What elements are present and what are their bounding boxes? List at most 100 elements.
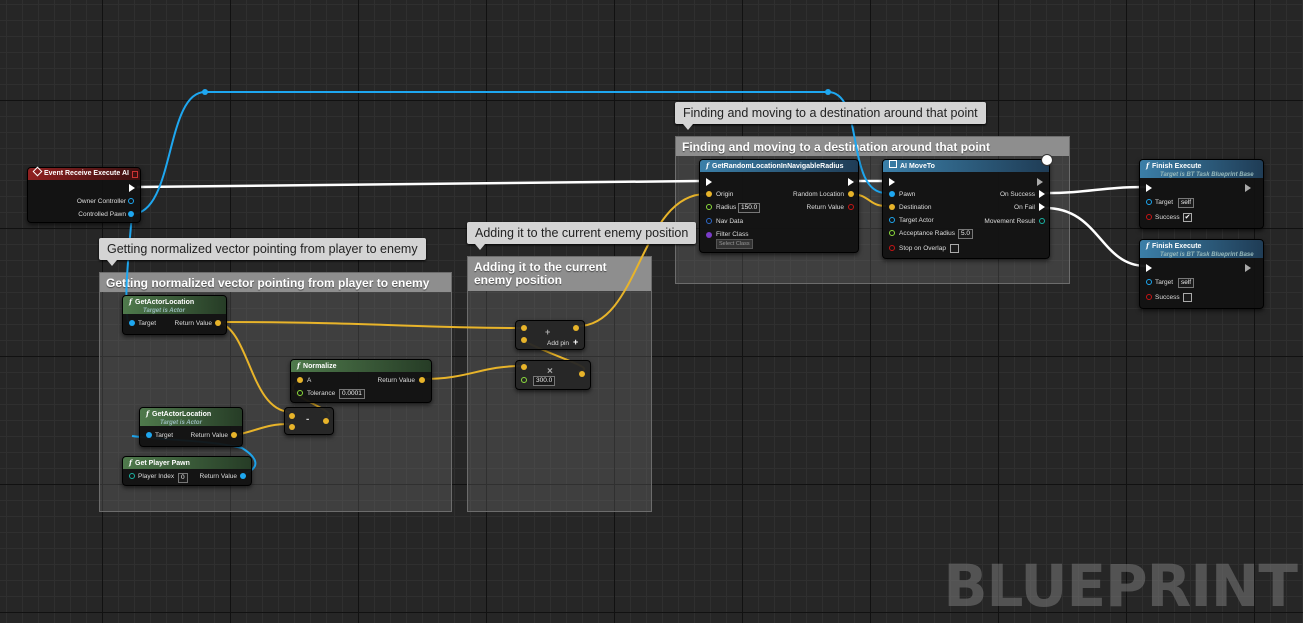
player-index-input[interactable]: 0 bbox=[178, 473, 188, 483]
on-fail-pin[interactable] bbox=[1039, 203, 1045, 211]
target-label: Target bbox=[155, 432, 174, 439]
filter-class-pin[interactable] bbox=[706, 232, 712, 238]
multiply-result-pin[interactable] bbox=[579, 371, 585, 377]
success-pin[interactable] bbox=[1146, 214, 1152, 220]
radius-pin[interactable] bbox=[706, 204, 712, 210]
return-value-pin[interactable] bbox=[848, 204, 854, 210]
stop-on-overlap-pin[interactable] bbox=[889, 245, 895, 251]
acceptance-radius-pin[interactable] bbox=[889, 230, 895, 236]
node-title: Event Receive Execute AI bbox=[44, 170, 129, 177]
success-label: Success bbox=[1155, 214, 1180, 221]
success-checkbox[interactable]: ✔ bbox=[1183, 213, 1192, 222]
target-label: Target bbox=[1155, 199, 1174, 206]
return-value-label: Return Value bbox=[190, 432, 228, 439]
filter-class-dropdown[interactable]: Select Class bbox=[716, 239, 753, 249]
function-icon: f bbox=[129, 458, 133, 467]
node-type-icon bbox=[889, 160, 897, 168]
stop-on-overlap-checkbox[interactable] bbox=[950, 244, 959, 253]
target-pin[interactable] bbox=[146, 432, 152, 438]
subtract-a-pin[interactable] bbox=[289, 413, 295, 419]
subtract-b-pin[interactable] bbox=[289, 424, 295, 430]
exec-in-pin[interactable] bbox=[1146, 264, 1152, 272]
node-title: GetActorLocation bbox=[152, 411, 212, 418]
return-value-label: Return Value bbox=[806, 204, 844, 211]
multiply-b-pin[interactable] bbox=[521, 377, 527, 383]
multiply-a-pin[interactable] bbox=[521, 364, 527, 370]
node-title: Normalize bbox=[303, 363, 337, 370]
radius-input[interactable]: 150.0 bbox=[738, 203, 761, 213]
a-pin[interactable] bbox=[297, 377, 303, 383]
controlled-pawn-pin[interactable] bbox=[128, 211, 134, 217]
add-pin-icon[interactable]: + bbox=[573, 337, 579, 347]
exec-out-pin[interactable] bbox=[848, 178, 854, 186]
add-node[interactable]: + Add pin + bbox=[515, 320, 585, 350]
add-a-pin[interactable] bbox=[521, 325, 527, 331]
subtract-node[interactable]: - bbox=[284, 407, 334, 435]
pawn-pin[interactable] bbox=[889, 191, 895, 197]
pawn-label: Pawn bbox=[899, 191, 916, 198]
ai-move-to-node[interactable]: AI MoveTo Pawn On Success Destination On… bbox=[882, 154, 1053, 259]
owner-controller-pin[interactable] bbox=[128, 198, 134, 204]
acceptance-radius-input[interactable]: 5.0 bbox=[958, 229, 974, 239]
multiply-node[interactable]: 300.0 × bbox=[515, 360, 591, 390]
add-b-pin[interactable] bbox=[521, 337, 527, 343]
origin-pin[interactable] bbox=[706, 191, 712, 197]
multiply-symbol: × bbox=[547, 366, 553, 377]
target-pin[interactable] bbox=[129, 320, 135, 326]
wire-knot bbox=[202, 89, 208, 95]
exec-in-pin[interactable] bbox=[1146, 184, 1152, 192]
exec-out-pin[interactable] bbox=[1245, 264, 1251, 272]
exec-in-pin[interactable] bbox=[706, 178, 712, 186]
delegate-icon bbox=[132, 171, 138, 178]
comment-header: Adding it to the current enemy position bbox=[468, 257, 651, 291]
stop-on-overlap-label: Stop on Overlap bbox=[899, 245, 946, 252]
return-value-pin[interactable] bbox=[231, 432, 237, 438]
add-result-pin[interactable] bbox=[573, 325, 579, 331]
comment-bubble-finding: Finding and moving to a destination arou… bbox=[675, 102, 986, 130]
success-pin[interactable] bbox=[1146, 294, 1152, 300]
target-value[interactable]: self bbox=[1178, 198, 1195, 208]
return-value-pin[interactable] bbox=[419, 377, 425, 383]
multiply-value-input[interactable]: 300.0 bbox=[533, 376, 556, 386]
nav-data-pin[interactable] bbox=[706, 218, 712, 224]
on-success-pin[interactable] bbox=[1039, 190, 1045, 198]
a-label: A bbox=[307, 377, 312, 384]
exec-out-pin[interactable] bbox=[1245, 184, 1251, 192]
destination-pin[interactable] bbox=[889, 204, 895, 210]
success-checkbox[interactable] bbox=[1183, 293, 1192, 302]
exec-out-pin[interactable] bbox=[129, 184, 135, 192]
return-value-pin[interactable] bbox=[215, 320, 221, 326]
node-title: Get Player Pawn bbox=[135, 460, 190, 467]
random-location-pin[interactable] bbox=[848, 191, 854, 197]
player-index-pin[interactable] bbox=[129, 473, 135, 479]
target-pin[interactable] bbox=[1146, 279, 1152, 285]
add-pin-label[interactable]: Add pin bbox=[547, 340, 570, 347]
return-value-pin[interactable] bbox=[240, 473, 246, 479]
movement-result-pin[interactable] bbox=[1039, 218, 1045, 224]
exec-out-pin[interactable] bbox=[1037, 178, 1043, 186]
tolerance-label: Tolerance bbox=[307, 390, 336, 397]
target-value[interactable]: self bbox=[1178, 278, 1195, 288]
target-actor-pin[interactable] bbox=[889, 217, 895, 223]
exec-wire bbox=[136, 179, 701, 189]
on-success-label: On Success bbox=[999, 191, 1035, 198]
tolerance-pin[interactable] bbox=[297, 390, 303, 396]
event-receive-execute-ai-node[interactable]: Event Receive Execute AI Owner Controlle… bbox=[27, 166, 141, 223]
player-index-label: Player Index bbox=[138, 473, 175, 480]
target-label: Target bbox=[138, 320, 157, 327]
target-pin[interactable] bbox=[1146, 199, 1152, 205]
exec-in-pin[interactable] bbox=[889, 178, 895, 186]
subtract-result-pin[interactable] bbox=[323, 418, 329, 424]
random-location-label: Random Location bbox=[793, 191, 844, 198]
tolerance-input[interactable]: 0.0001 bbox=[339, 389, 365, 399]
